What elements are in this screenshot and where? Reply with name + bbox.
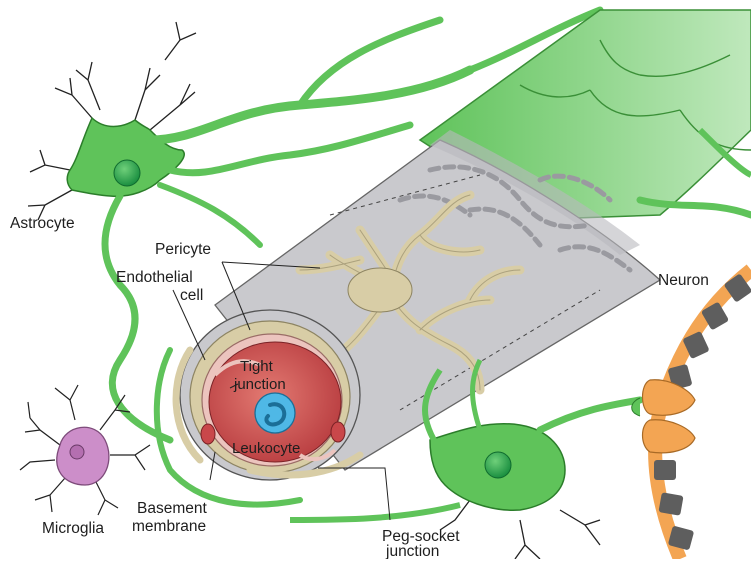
- label-peg-2: junction: [385, 543, 439, 559]
- microglia-nucleus: [70, 445, 84, 459]
- astrocyte-process: [160, 185, 260, 245]
- label-basement-1: Basement: [137, 500, 207, 517]
- label-pericyte: Pericyte: [155, 241, 211, 258]
- endothelial-nucleus: [331, 422, 345, 442]
- astrocyte-process: [150, 70, 470, 140]
- label-neuron: Neuron: [658, 272, 709, 289]
- label-microglia: Microglia: [42, 520, 104, 537]
- label-leukocyte: Leukocyte: [232, 440, 300, 457]
- label-astrocyte: Astrocyte: [10, 215, 75, 232]
- label-endothelial-2: cell: [180, 287, 203, 304]
- leukocyte: [255, 393, 295, 433]
- label-basement-2: membrane: [132, 518, 206, 535]
- endothelial-nucleus: [201, 424, 215, 444]
- astrocyte-lower-nucleus: [485, 452, 511, 478]
- astrocyte-process: [105, 196, 170, 440]
- microglia: [20, 385, 150, 515]
- label-tight-1: Tight: [240, 358, 274, 375]
- blood-vessel: [176, 130, 660, 480]
- neuron: [632, 270, 751, 559]
- label-endothelial-1: Endothelial: [116, 269, 193, 286]
- label-tight-2: junction: [233, 376, 286, 393]
- astrocyte-nucleus: [114, 160, 140, 186]
